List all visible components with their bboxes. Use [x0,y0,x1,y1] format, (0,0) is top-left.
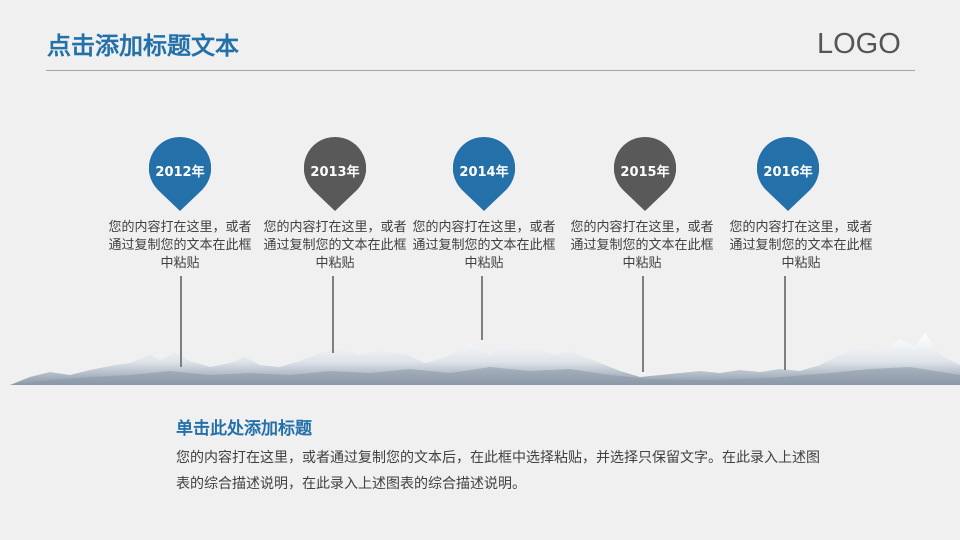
timeline-description[interactable]: 您的内容打在这里，或者通过复制您的文本在此框中粘贴 [570,220,714,271]
year-label: 2014年 [459,165,509,180]
summary-title[interactable]: 单击此处添加标题 [176,419,312,439]
timeline-connector [481,276,483,340]
mountain-range-image [10,333,960,385]
year-marker-2013: 2013年 [304,137,366,211]
map-pin-icon [453,137,515,211]
header-divider [46,70,915,71]
year-marker-2012: 2012年 [149,137,211,211]
timeline-description[interactable]: 您的内容打在这里，或者通过复制您的文本在此框中粘贴 [263,220,407,271]
map-pin-icon [304,137,366,211]
year-label: 2015年 [620,165,670,180]
logo: LOGO [817,28,901,60]
map-pin-icon [614,137,676,211]
timeline-connector [332,276,334,353]
timeline-description[interactable]: 您的内容打在这里，或者通过复制您的文本在此框中粘贴 [108,220,252,271]
year-label: 2013年 [310,165,360,180]
timeline-connector [784,276,786,370]
slide-title[interactable]: 点击添加标题文本 [47,32,239,60]
timeline-connector [180,276,182,367]
year-label: 2016年 [763,165,813,180]
year-label: 2012年 [155,165,205,180]
year-marker-2014: 2014年 [453,137,515,211]
timeline-description[interactable]: 您的内容打在这里，或者通过复制您的文本在此框中粘贴 [729,220,873,271]
map-pin-icon [149,137,211,211]
map-pin-icon [757,137,819,211]
year-marker-2015: 2015年 [614,137,676,211]
year-marker-2016: 2016年 [757,137,819,211]
summary-body[interactable]: 您的内容打在这里，或者通过复制您的文本后，在此框中选择粘贴，并选择只保留文字。在… [176,450,820,492]
timeline-description[interactable]: 您的内容打在这里，或者通过复制您的文本在此框中粘贴 [412,220,556,271]
timeline-connector [642,276,644,372]
